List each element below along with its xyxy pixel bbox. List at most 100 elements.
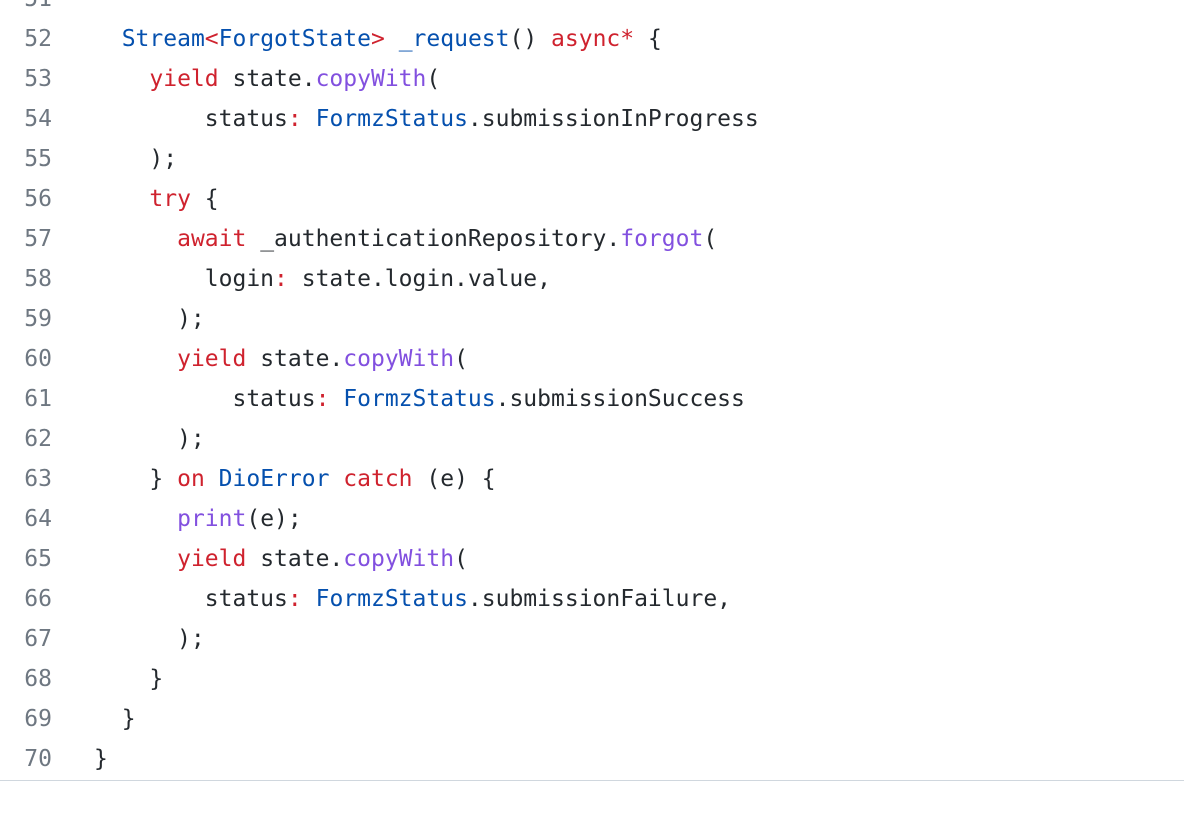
code-text: yield state.copyWith( — [52, 546, 468, 572]
code-token: state.login.value, — [287, 266, 551, 292]
code-token: .submissionInProgress — [467, 106, 759, 132]
code-token: ); — [94, 146, 178, 172]
code-token: DioError — [218, 466, 330, 492]
code-token: ( — [426, 66, 441, 92]
code-line: 51 — [0, 0, 1184, 19]
code-text: ); — [52, 306, 205, 332]
code-line: 60 yield state.copyWith( — [0, 339, 1184, 379]
code-token: state. — [246, 346, 344, 372]
code-token — [94, 66, 149, 92]
code-token: .submissionFailure, — [467, 586, 732, 612]
code-token: ( — [454, 546, 468, 572]
code-token: status — [94, 106, 288, 132]
code-view-bottom-border — [0, 780, 1184, 781]
code-token: _authenticationRepository. — [246, 226, 621, 252]
code-token: login — [94, 266, 275, 292]
code-text: } — [52, 666, 163, 692]
code-text: try { — [52, 186, 219, 212]
code-text: ); — [52, 426, 205, 452]
code-token — [329, 466, 343, 492]
line-number: 57 — [24, 226, 52, 252]
line-number: 68 — [24, 666, 52, 692]
code-line: 58 login: state.login.value, — [0, 259, 1184, 299]
code-text: yield state.copyWith( — [52, 346, 468, 372]
code-token — [302, 106, 316, 132]
code-token: Stream — [121, 26, 205, 52]
code-line: 61 status: FormzStatus.submissionSuccess — [0, 379, 1184, 419]
code-line: 66 status: FormzStatus.submissionFailure… — [0, 579, 1184, 619]
code-token: (e) { — [412, 466, 496, 492]
code-token: status — [94, 586, 288, 612]
code-token: ); — [94, 306, 205, 332]
line-number: 70 — [24, 746, 52, 772]
code-line: 69 } — [0, 699, 1184, 739]
code-line: 67 ); — [0, 619, 1184, 659]
line-number: 53 — [24, 66, 52, 92]
code-token: } — [94, 466, 178, 492]
line-number: 55 — [24, 146, 52, 172]
code-text: status: FormzStatus.submissionInProgress — [52, 106, 759, 132]
code-token: ( — [703, 226, 718, 252]
line-number: 67 — [24, 626, 52, 652]
code-token: ( — [454, 346, 468, 372]
code-text: status: FormzStatus.submissionSuccess — [52, 386, 745, 412]
line-number: 69 — [24, 706, 52, 732]
code-line: 52 Stream<ForgotState> _request() async*… — [0, 19, 1184, 59]
line-number: 52 — [24, 26, 52, 52]
code-token — [205, 466, 219, 492]
line-number: 54 — [24, 106, 52, 132]
line-number: 65 — [24, 546, 52, 572]
code-line: 65 yield state.copyWith( — [0, 539, 1184, 579]
code-token: print — [177, 506, 247, 532]
code-line: 59 ); — [0, 299, 1184, 339]
code-view: 5152 Stream<ForgotState> _request() asyn… — [0, 0, 1184, 772]
code-text: } — [52, 706, 136, 732]
code-token: (e); — [246, 506, 302, 532]
code-token — [94, 506, 177, 532]
code-token: copyWith — [343, 546, 455, 572]
code-token — [329, 386, 343, 412]
line-number: 56 — [24, 186, 52, 212]
code-token: state. — [246, 546, 344, 572]
code-line: 62 ); — [0, 419, 1184, 459]
code-token — [94, 346, 177, 372]
code-token: FormzStatus — [315, 106, 468, 132]
line-number: 62 — [24, 426, 52, 452]
code-token: .submissionSuccess — [495, 386, 745, 412]
line-number: 59 — [24, 306, 52, 332]
line-number: 63 — [24, 466, 52, 492]
code-token: try — [149, 186, 191, 212]
code-token: > — [370, 26, 385, 52]
line-number: 58 — [24, 266, 52, 292]
code-token: yield — [177, 546, 247, 572]
code-token: copyWith — [315, 66, 427, 92]
code-token: FormzStatus — [343, 386, 496, 412]
code-token: { — [634, 26, 662, 52]
code-text: login: state.login.value, — [52, 266, 551, 292]
code-token: < — [204, 26, 219, 52]
code-token: catch — [343, 466, 413, 492]
code-token: FormzStatus — [315, 586, 468, 612]
code-text: status: FormzStatus.submissionFailure, — [52, 586, 731, 612]
code-token: await — [177, 226, 247, 252]
code-token: } — [94, 706, 136, 732]
code-token: : — [274, 266, 288, 292]
code-token — [94, 26, 122, 52]
code-line: 63 } on DioError catch (e) { — [0, 459, 1184, 499]
code-line: 64 print(e); — [0, 499, 1184, 539]
code-token — [94, 546, 177, 572]
line-number: 61 — [24, 386, 52, 412]
code-text: yield state.copyWith( — [52, 66, 440, 92]
code-token: yield — [149, 66, 219, 92]
code-token: yield — [177, 346, 247, 372]
code-token: copyWith — [343, 346, 455, 372]
code-token: ); — [94, 426, 205, 452]
code-token: async* — [551, 26, 635, 52]
line-number: 64 — [24, 506, 52, 532]
code-token: : — [315, 386, 330, 412]
code-text: } on DioError catch (e) { — [52, 466, 496, 492]
code-token: { — [190, 186, 219, 212]
code-token: state. — [218, 66, 316, 92]
code-token — [302, 586, 316, 612]
code-token: on — [177, 466, 205, 492]
